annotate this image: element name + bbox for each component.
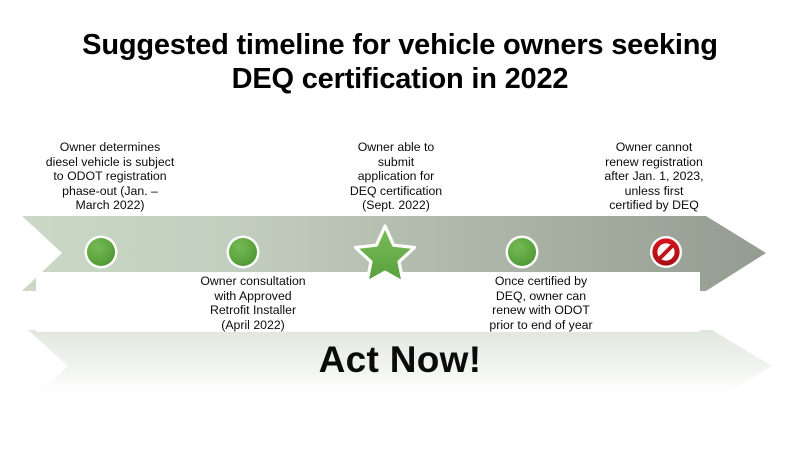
green-star-marker-3[interactable]: [353, 224, 417, 284]
milestone-label-1: Owner determines diesel vehicle is subje…: [45, 140, 175, 212]
green-circle-marker-4[interactable]: [505, 235, 539, 269]
milestone-label-2: Owner consultation with Approved Retrofi…: [200, 274, 306, 332]
green-circle-marker-2[interactable]: [226, 235, 260, 269]
page-title: Suggested timeline for vehicle owners se…: [0, 28, 800, 96]
prohibition-sign-marker-5[interactable]: [650, 236, 682, 268]
call-to-action-text: Act Now!: [318, 339, 482, 380]
green-circle-marker-1[interactable]: [84, 235, 118, 269]
upper-label-panel: [0, 120, 800, 216]
marker-group: [84, 224, 682, 284]
arrow-reflection-banner: [28, 330, 772, 403]
milestone-label-5: Owner cannot renew registration after Ja…: [604, 140, 704, 212]
title-line-2: DEQ certification in 2022: [231, 63, 569, 96]
milestone-label-3: Owner able to submit application for DEQ…: [349, 140, 443, 212]
title-line-1: Suggested timeline for vehicle owners se…: [82, 29, 718, 61]
milestone-label-4: Once certified by DEQ, owner can renew w…: [489, 274, 593, 332]
